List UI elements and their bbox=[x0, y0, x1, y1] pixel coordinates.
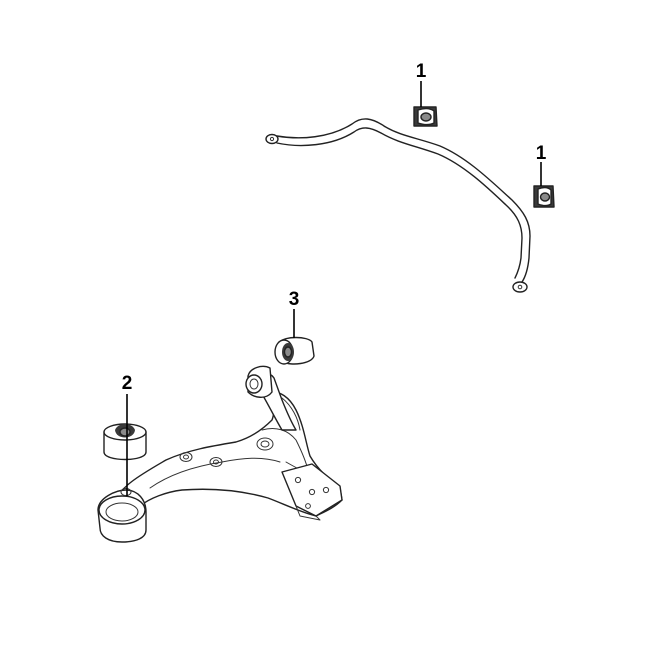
lower-arm-bushing-3 bbox=[274, 336, 315, 365]
lower-control-arm bbox=[97, 365, 343, 543]
stabilizer-bushing-1a bbox=[413, 106, 438, 127]
callout-3: 3 bbox=[289, 289, 300, 310]
callout-1-right: 1 bbox=[536, 143, 547, 164]
callout-1-top: 1 bbox=[416, 61, 427, 82]
stabilizer-bushing-1b bbox=[533, 185, 555, 208]
callout-2: 2 bbox=[122, 373, 133, 394]
stabilizer-bar bbox=[265, 118, 531, 293]
lower-arm-bushing-2 bbox=[103, 423, 147, 461]
